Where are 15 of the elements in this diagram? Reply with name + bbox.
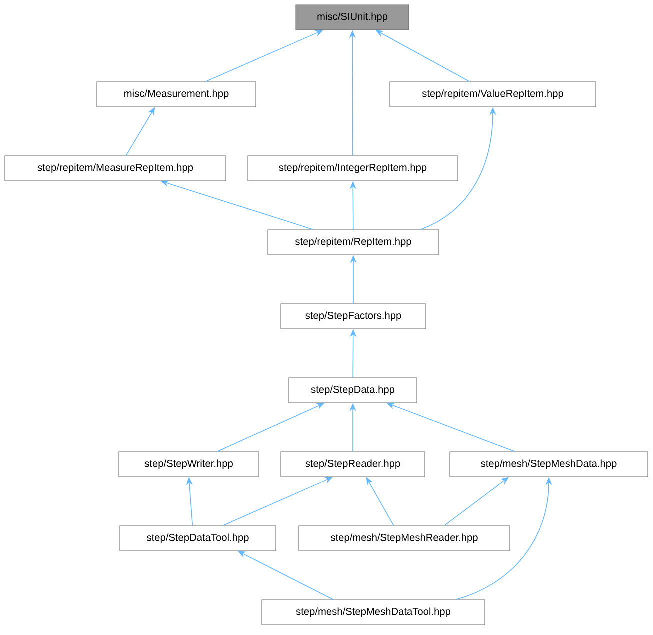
file-box: step/StepWriter.hpp [118,452,260,478]
file-box: step/repitem/RepItem.hpp [268,230,440,256]
file-box: step/StepReader.hpp [280,452,426,478]
file-box: step/repitem/MeasureRepItem.hpp [4,156,226,182]
file-box: step/mesh/StepMeshDataTool.hpp [262,600,486,626]
file-box: step/repitem/ValueRepItem.hpp [390,82,596,108]
file-box: step/StepFactors.hpp [280,304,426,330]
file-box: step/mesh/StepMeshData.hpp [450,452,648,478]
file-box: misc/Measurement.hpp [96,82,256,108]
file-box: misc/SIUnit.hpp [296,4,410,30]
arrow [444,477,509,526]
file-box: step/StepData.hpp [288,378,418,404]
file-box: step/mesh/StepMeshReader.hpp [298,526,510,552]
file-box: step/repitem/IntegerRepItem.hpp [248,156,458,182]
file-box: step/StepDataTool.hpp [120,526,276,552]
